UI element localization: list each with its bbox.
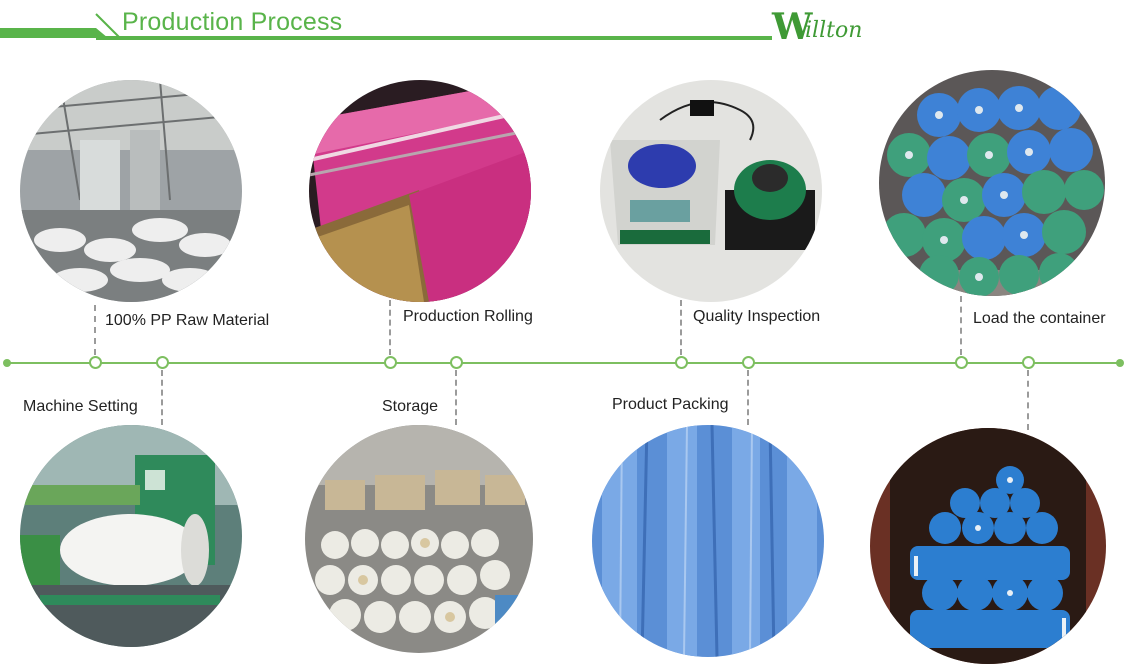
connector-load-container-bottom [1027, 370, 1029, 430]
timeline-line [6, 362, 1121, 364]
timeline-node [450, 356, 463, 369]
timeline [0, 356, 1135, 369]
step-label-raw-material: 100% PP Raw Material [105, 312, 270, 329]
step-label-quality-inspection: Quality Inspection [693, 308, 821, 325]
connector-load-container-top [960, 296, 962, 355]
timeline-node [156, 356, 169, 369]
connector-raw-material [94, 305, 96, 355]
connector-machine-setting [161, 370, 163, 425]
step-label-storage: Storage [382, 398, 439, 415]
connector-quality-inspection [680, 300, 682, 355]
connector-product-packing [747, 370, 749, 425]
photo-machine-setting [20, 425, 242, 647]
photo-quality-inspection [600, 80, 822, 302]
step-label-production-rolling: Production Rolling [403, 308, 533, 325]
photo-production-rolling [309, 80, 531, 302]
brand-logo: W illton [772, 8, 892, 46]
timeline-node [89, 356, 102, 369]
timeline-start-dot [3, 359, 11, 367]
logo-mark: W [772, 6, 813, 48]
connector-storage [455, 370, 457, 425]
timeline-node [675, 356, 688, 369]
timeline-node [742, 356, 755, 369]
photo-storage [305, 425, 533, 653]
photo-raw-material [20, 80, 242, 302]
step-label-machine-setting: Machine Setting [23, 398, 138, 415]
step-label-load-container-top: Load the container [973, 310, 1106, 327]
photo-product-packing [592, 425, 824, 657]
photo-load-container-top [879, 70, 1105, 296]
timeline-node [384, 356, 397, 369]
header-left-bar [0, 28, 108, 38]
photo-load-container-bottom [870, 428, 1106, 664]
page-title: Production Process [122, 8, 343, 36]
connector-production-rolling [389, 300, 391, 355]
logo-text: illton [805, 18, 863, 43]
timeline-node [955, 356, 968, 369]
header-underline [96, 36, 772, 40]
timeline-end-dot [1116, 359, 1124, 367]
timeline-node [1022, 356, 1035, 369]
header: Production Process W illton [0, 0, 1135, 48]
step-label-product-packing: Product Packing [612, 396, 729, 413]
header-slant [95, 13, 121, 39]
header-banner [0, 13, 772, 40]
